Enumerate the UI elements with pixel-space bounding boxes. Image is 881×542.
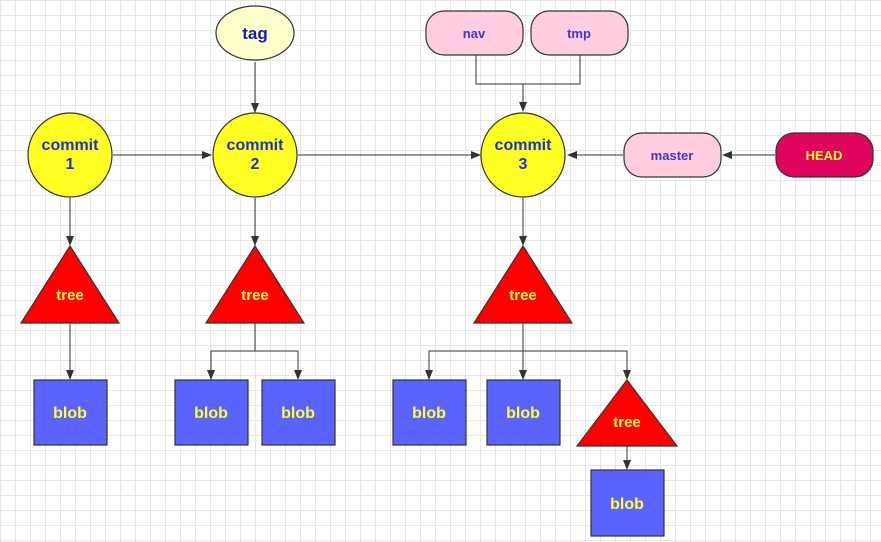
branch-nav[interactable]: nav [425, 10, 524, 56]
edge-tree2-blob-left [207, 350, 255, 380]
commit-3-circle [480, 112, 566, 198]
commit-2-label-line1: commit [227, 137, 285, 154]
edge-tmp-commit3 [523, 55, 581, 85]
blob-2[interactable]: blob [174, 379, 249, 446]
blob-6[interactable]: blob [590, 469, 665, 537]
tree-subtree-label: tree [613, 414, 641, 431]
commit-3-label-line1: commit [495, 137, 553, 154]
blob-4[interactable]: blob [392, 379, 467, 446]
edge-tree3-subtree [523, 350, 631, 380]
commit-3-label-line2: 3 [519, 156, 528, 173]
tree-2-triangle [204, 244, 306, 324]
tree-1-label: tree [56, 287, 84, 304]
blob-5-label: blob [506, 405, 540, 422]
edge-tree3-blob-left [425, 350, 523, 380]
branch-master[interactable]: master [623, 132, 722, 178]
blob-3-box [261, 379, 336, 446]
branch-master-label: master [651, 148, 694, 163]
tag-ellipse [215, 5, 295, 61]
blob-2-box [174, 379, 249, 446]
blob-1[interactable]: blob [33, 379, 108, 446]
tree-subtree[interactable]: tree [575, 379, 679, 447]
blob-5-box [486, 379, 561, 446]
commit-1-circle [27, 112, 113, 198]
blob-3-label: blob [281, 405, 315, 422]
blob-3[interactable]: blob [261, 379, 336, 446]
tree-3-triangle [472, 244, 574, 324]
blob-6-box [590, 469, 665, 537]
branch-nav-pill [425, 10, 524, 56]
tree-subtree-triangle [575, 379, 679, 447]
head-pointer[interactable]: HEAD [775, 132, 874, 178]
branch-tmp-label: tmp [567, 26, 591, 41]
edge-tree2-blob-right [255, 350, 302, 380]
commit-2-label-line2: 2 [251, 156, 260, 173]
tree-2-label: tree [241, 287, 269, 304]
branch-master-pill [623, 132, 722, 178]
blob-4-label: blob [412, 405, 446, 422]
commit-3[interactable]: commit 3 [480, 112, 566, 198]
tree-3[interactable]: tree [472, 244, 574, 324]
tree-1-triangle [19, 244, 121, 324]
commit-2[interactable]: commit 2 [212, 112, 298, 198]
tag-label: tag [242, 24, 268, 43]
blob-1-box [33, 379, 108, 446]
blob-4-box [392, 379, 467, 446]
blob-5[interactable]: blob [486, 379, 561, 446]
tree-1[interactable]: tree [19, 244, 121, 324]
commit-2-circle [212, 112, 298, 198]
commit-1[interactable]: commit 1 [27, 112, 113, 198]
connectors [66, 55, 775, 470]
branch-tmp[interactable]: tmp [530, 10, 629, 56]
commit-1-label-line1: commit [42, 137, 100, 154]
commit-1-label-line2: 1 [66, 156, 75, 173]
tree-3-label: tree [509, 287, 537, 304]
blob-6-label: blob [610, 496, 644, 513]
blob-1-label: blob [53, 405, 87, 422]
tree-2[interactable]: tree [204, 244, 306, 324]
head-label: HEAD [806, 148, 843, 163]
edge-nav-commit3 [475, 55, 527, 112]
branch-nav-label: nav [463, 26, 486, 41]
blob-2-label: blob [194, 405, 228, 422]
head-pill [775, 132, 874, 178]
tag-node[interactable]: tag [215, 5, 295, 61]
branch-tmp-pill [530, 10, 629, 56]
